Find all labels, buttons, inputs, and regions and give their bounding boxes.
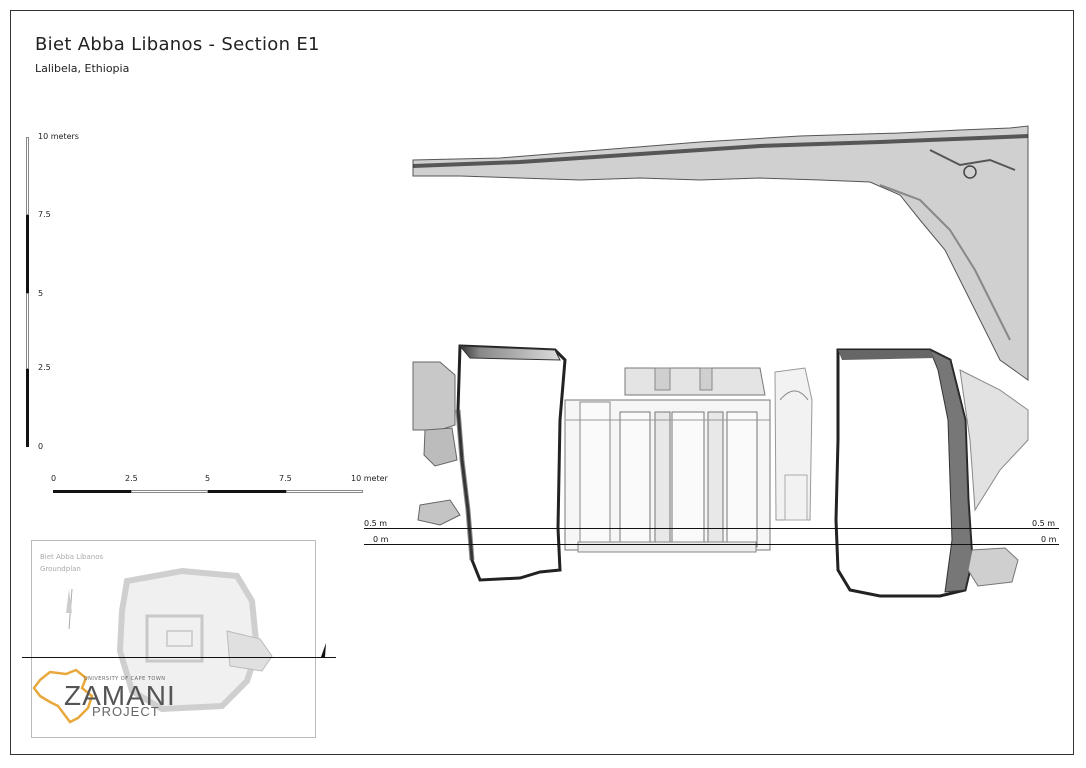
section-cut-line <box>22 657 336 658</box>
vertical-scale-label-top: 10 meters <box>38 132 79 141</box>
drawing-frame <box>10 10 1074 755</box>
horizontal-scale-label: 2.5 <box>125 474 138 483</box>
datum-label-upper-right: 0.5 m <box>1032 519 1056 528</box>
datum-label-lower-right: 0 m <box>1041 535 1057 544</box>
church-elevation <box>564 367 813 553</box>
page-subtitle: Lalibela, Ethiopia <box>35 62 130 75</box>
horizontal-scale-label: 7.5 <box>279 474 292 483</box>
section-arrow-icon <box>321 643 326 657</box>
logo-name: ZAMANI <box>64 680 176 711</box>
right-rock <box>959 369 1029 587</box>
horizontal-scale-segment <box>131 490 208 493</box>
left-wall-section <box>455 344 567 582</box>
groundplan-inset: Biet Abba Libanos Groundplan <box>31 540 316 738</box>
inset-subtitle: Groundplan <box>40 565 81 573</box>
horizontal-scale-segment <box>286 490 363 493</box>
page-title: Biet Abba Libanos - Section E1 <box>35 34 320 55</box>
datum-label-upper-left: 0.5 m <box>364 519 388 528</box>
vertical-scale-label: 0 <box>38 442 44 451</box>
horizontal-scale-label: 0 <box>51 474 57 483</box>
datum-line-upper <box>364 528 1059 529</box>
vertical-scale-segment <box>26 137 29 215</box>
left-boulders <box>412 361 461 526</box>
vertical-scale-segment <box>26 369 29 447</box>
datum-line-lower <box>364 544 1059 545</box>
vertical-scale-label: 5 <box>38 289 44 298</box>
vertical-scale-segment <box>26 215 29 293</box>
right-wall-section <box>834 348 974 598</box>
vertical-scale-label: 7.5 <box>38 210 51 219</box>
africa-outline-logo <box>32 668 94 724</box>
logo-project-text: PROJECT <box>92 704 160 719</box>
inset-title: Biet Abba Libanos <box>40 553 104 561</box>
horizontal-scale-segment <box>53 490 131 493</box>
vertical-scale-label: 2.5 <box>38 363 51 372</box>
horizontal-scale-label: 5 <box>205 474 211 483</box>
horizontal-scale-segment <box>208 490 286 493</box>
horizontal-scale-end-label: 10 meter <box>351 474 388 483</box>
datum-label-lower-left: 0 m <box>373 535 389 544</box>
rock-overhang <box>412 125 1029 381</box>
logo-university-text: UNIVERSITY OF CAPE TOWN <box>84 676 166 682</box>
vertical-scale-segment <box>26 293 29 369</box>
groundplan-drawing <box>66 567 273 713</box>
